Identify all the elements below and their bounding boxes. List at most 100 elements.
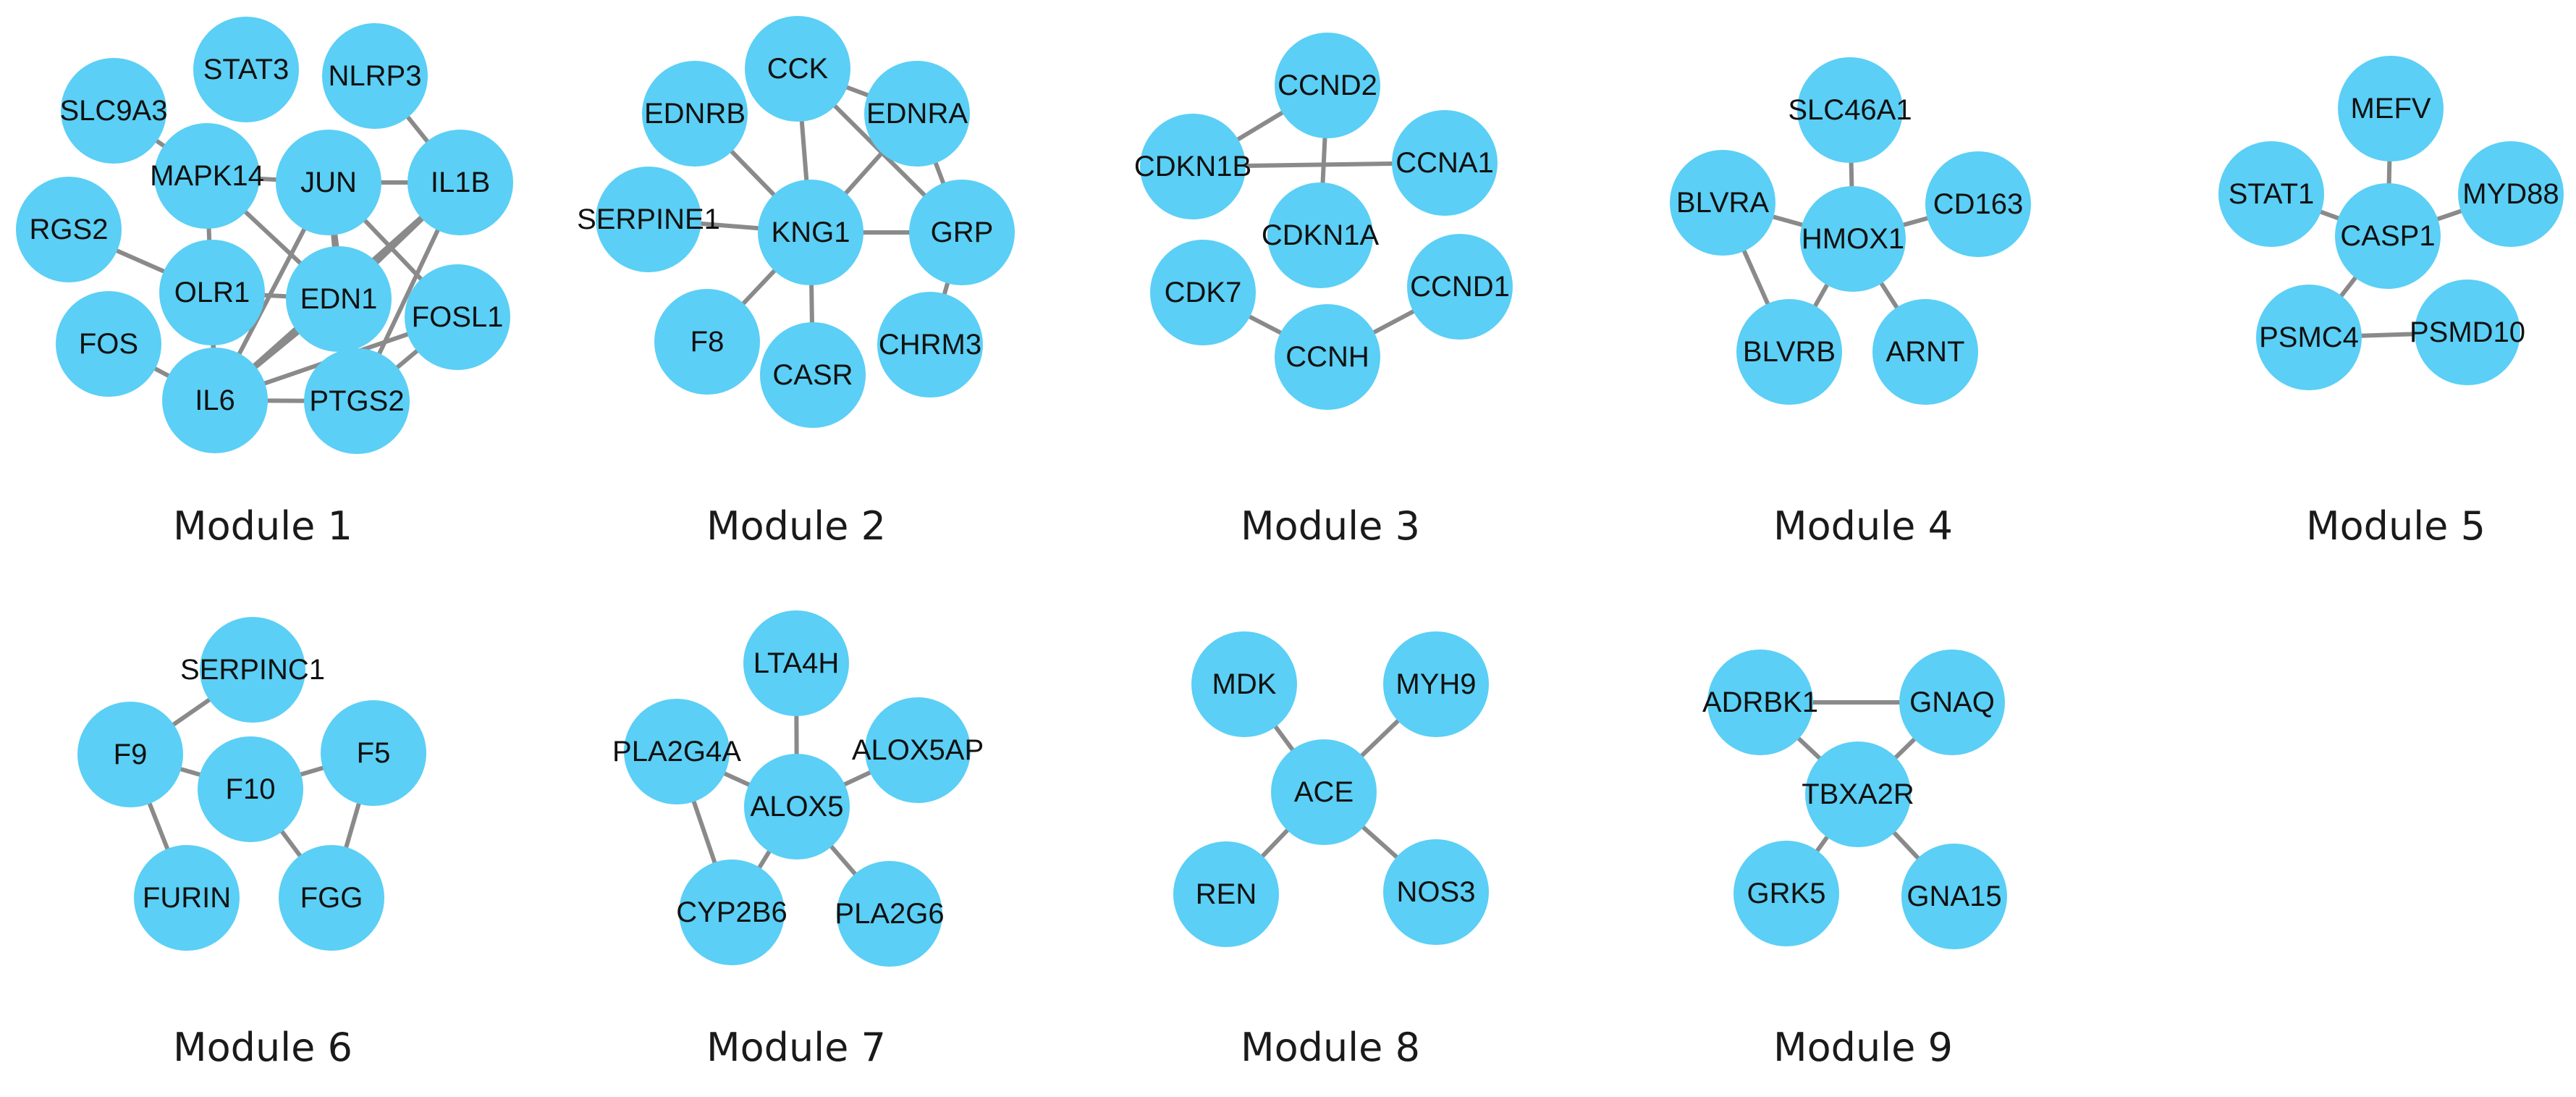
node-label-f10: F10: [226, 773, 276, 805]
node-mdk: [1191, 631, 1297, 737]
node-grk5: [1733, 841, 1839, 946]
node-label-edn1: EDN1: [300, 283, 378, 315]
node-label-slc46a1: SLC46A1: [1788, 94, 1912, 126]
node-pla2g6: [837, 861, 942, 967]
node-cyp2b6: [679, 859, 785, 965]
node-mapk14: [154, 123, 260, 229]
node-slc46a1: [1797, 57, 1903, 163]
node-label-grk5: GRK5: [1747, 878, 1826, 909]
node-label-fosl1: FOSL1: [412, 301, 504, 333]
node-label-nlrp3: NLRP3: [329, 60, 422, 92]
node-ace: [1271, 739, 1377, 845]
node-label-il1b: IL1B: [431, 167, 490, 198]
node-label-cck: CCK: [767, 53, 829, 85]
node-ren: [1173, 841, 1279, 947]
node-casr: [760, 322, 866, 428]
node-gna15: [1901, 844, 2007, 949]
node-tbxa2r: [1805, 741, 1911, 847]
node-label-fgg: FGG: [300, 882, 363, 914]
node-label-lta4h: LTA4H: [753, 647, 840, 679]
node-lta4h: [743, 610, 849, 716]
node-cd163: [1925, 151, 2031, 257]
node-fos: [56, 291, 161, 397]
node-ptgs2: [304, 348, 410, 454]
module-1-caption: Module 1: [173, 503, 352, 549]
module-5-caption: Module 5: [2306, 503, 2486, 549]
node-label-ednra: EDNRA: [866, 98, 968, 130]
node-mefv: [2338, 56, 2444, 161]
node-blvra: [1670, 150, 1775, 256]
node-label-stat1: STAT1: [2229, 178, 2315, 210]
node-label-fos: FOS: [79, 328, 138, 360]
node-label-adrbk1: ADRBK1: [1702, 686, 1818, 718]
node-label-kng1: KNG1: [772, 217, 850, 248]
node-label-casp1: CASP1: [2340, 220, 2435, 252]
node-label-pla2g6: PLA2G6: [835, 898, 944, 930]
node-label-tbxa2r: TBXA2R: [1802, 778, 1914, 810]
node-il1b: [407, 130, 513, 235]
node-label-furin: FURIN: [143, 882, 231, 914]
node-label-ccnd2: CCND2: [1278, 70, 1377, 101]
node-label-serpinc1: SERPINC1: [180, 654, 325, 686]
node-blvrb: [1736, 299, 1842, 405]
node-label-ccna1: CCNA1: [1395, 147, 1494, 179]
node-label-slc9a3: SLC9A3: [60, 95, 168, 127]
module-6-caption: Module 6: [173, 1025, 352, 1070]
node-cck: [745, 16, 850, 122]
node-alox5ap: [865, 697, 971, 803]
node-serpine1: [596, 167, 701, 272]
node-label-nos3: NOS3: [1397, 876, 1476, 908]
node-label-ptgs2: PTGS2: [309, 385, 404, 417]
module-4-caption: Module 4: [1773, 503, 1953, 549]
node-f9: [77, 702, 183, 807]
node-nlrp3: [322, 23, 428, 129]
node-label-chrm3: CHRM3: [879, 329, 981, 361]
node-label-myd88: MYD88: [2462, 178, 2559, 210]
node-psmd10: [2415, 279, 2520, 385]
node-cdkn1b: [1140, 114, 1246, 219]
module-8-caption: Module 8: [1241, 1025, 1420, 1070]
node-cdkn1a: [1267, 182, 1373, 288]
node-serpinc1: [200, 617, 305, 723]
node-label-f5: F5: [357, 737, 391, 769]
node-furin: [134, 845, 240, 951]
node-stat1: [2218, 141, 2324, 247]
node-label-grp: GRP: [931, 217, 994, 248]
node-alox5: [744, 754, 850, 859]
node-label-alox5ap: ALOX5AP: [852, 734, 984, 766]
node-stat3: [193, 17, 299, 122]
node-label-ren: REN: [1196, 878, 1257, 910]
node-ccna1: [1392, 110, 1498, 216]
node-ednra: [864, 61, 970, 167]
node-label-ccnh: CCNH: [1285, 341, 1369, 373]
node-pla2g4a: [624, 699, 730, 804]
node-label-mdk: MDK: [1212, 668, 1277, 700]
node-label-arnt: ARNT: [1886, 336, 1965, 368]
node-label-ccnd1: CCND1: [1410, 271, 1510, 303]
node-label-rgs2: RGS2: [30, 214, 109, 245]
module-2-caption: Module 2: [706, 503, 886, 549]
node-label-psmc4: PSMC4: [2259, 321, 2359, 353]
node-myd88: [2458, 141, 2564, 247]
node-label-cdkn1a: CDKN1A: [1262, 219, 1380, 251]
node-label-cdkn1b: CDKN1B: [1134, 151, 1251, 182]
node-cdk7: [1150, 240, 1256, 345]
node-label-serpine1: SERPINE1: [577, 203, 720, 235]
node-casp1: [2335, 183, 2441, 289]
module-3-caption: Module 3: [1241, 503, 1420, 549]
node-label-mefv: MEFV: [2350, 93, 2431, 125]
node-label-cd163: CD163: [1933, 188, 2024, 220]
node-olr1: [159, 240, 265, 345]
node-arnt: [1872, 299, 1978, 405]
node-edn1: [286, 246, 392, 352]
node-il6: [162, 348, 268, 453]
node-label-blvra: BLVRA: [1676, 187, 1770, 219]
node-kng1: [758, 180, 863, 285]
node-label-f9: F9: [114, 739, 148, 770]
node-label-f8: F8: [691, 326, 725, 358]
node-f5: [321, 700, 426, 806]
node-gnaq: [1899, 650, 2005, 755]
node-f10: [198, 736, 303, 842]
node-ednrb: [642, 61, 748, 167]
node-label-myh9: MYH9: [1395, 668, 1476, 700]
